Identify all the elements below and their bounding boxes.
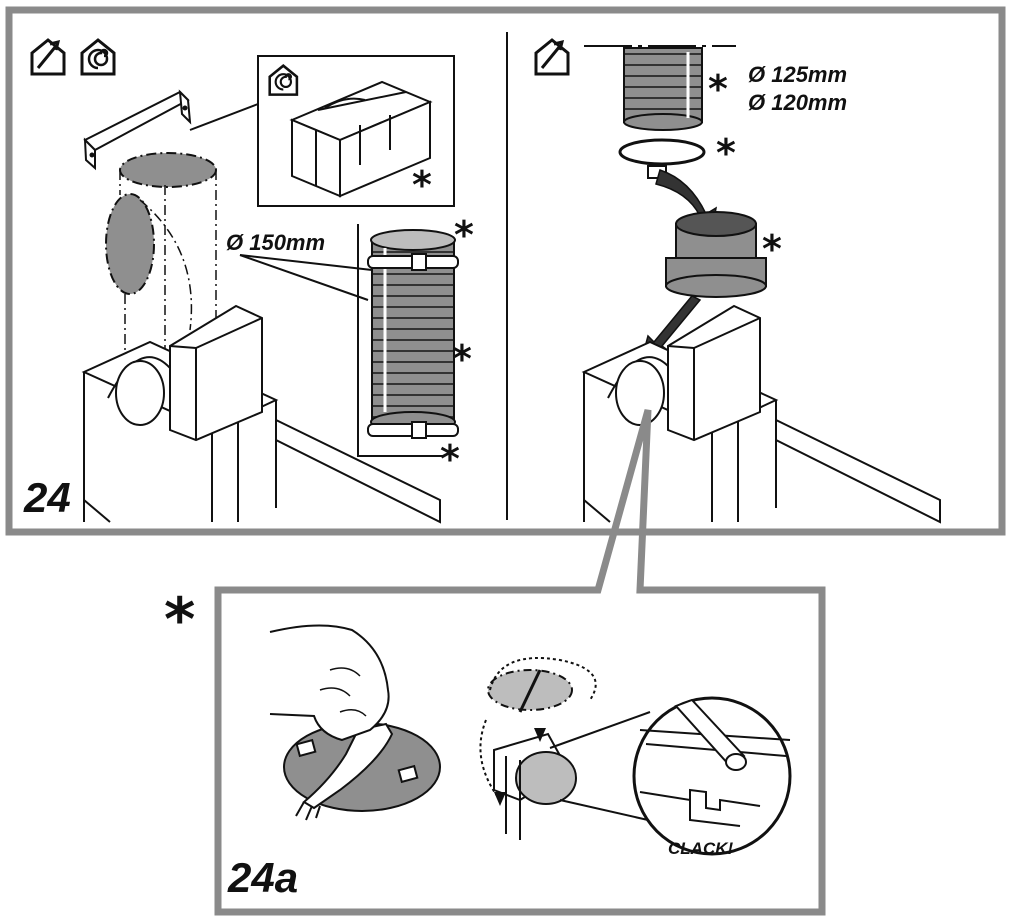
- duct-diameter-medium: Ø 125mm: [748, 62, 847, 87]
- spare-part-marker: *: [164, 585, 195, 655]
- house-outlet-icon: [30, 38, 66, 76]
- disc-clip-detail: [479, 657, 651, 840]
- house-recirculation-icon: [268, 64, 299, 96]
- cutout-disc-side: [105, 193, 155, 295]
- disc-knockout-hand: [269, 624, 441, 821]
- top-panel-frame: [5, 6, 1006, 536]
- duct-callout-bracket: [357, 224, 444, 457]
- duct-diameter-small: Ø 120mm: [748, 90, 847, 115]
- flexible-duct-large: [367, 229, 459, 439]
- spare-part-marker: *: [412, 163, 432, 207]
- clack-sound-label: CLACK!: [668, 839, 733, 858]
- leader-line: [239, 254, 369, 301]
- spare-part-marker: *: [708, 67, 728, 111]
- duct-diameter-large: Ø 150mm: [226, 230, 325, 255]
- magnified-clip-view: [632, 696, 792, 856]
- house-recirculation-icon: [80, 38, 116, 76]
- hose-clamp: [618, 138, 706, 179]
- spare-part-marker: *: [452, 337, 472, 381]
- cutout-disc-top: [119, 152, 217, 188]
- spare-part-marker: *: [454, 213, 474, 257]
- leader-line: [239, 254, 373, 271]
- spare-part-marker: *: [762, 227, 782, 271]
- flexible-duct-small: [623, 47, 703, 131]
- hood-chimney-left: [81, 304, 441, 524]
- recirculation-filter-box: [289, 80, 433, 198]
- detail-callout-frame: [214, 409, 826, 916]
- mounting-bracket: [83, 89, 192, 171]
- guide-lines: [119, 170, 217, 350]
- spare-part-marker: *: [440, 437, 460, 481]
- spare-part-marker: *: [716, 131, 736, 175]
- hood-chimney-right: [581, 304, 941, 524]
- leader-line: [189, 103, 259, 131]
- step-number-24: 24: [23, 474, 71, 521]
- step-number-24a: 24a: [227, 854, 298, 901]
- house-outlet-icon: [534, 38, 570, 76]
- duct-reducer: [665, 211, 767, 298]
